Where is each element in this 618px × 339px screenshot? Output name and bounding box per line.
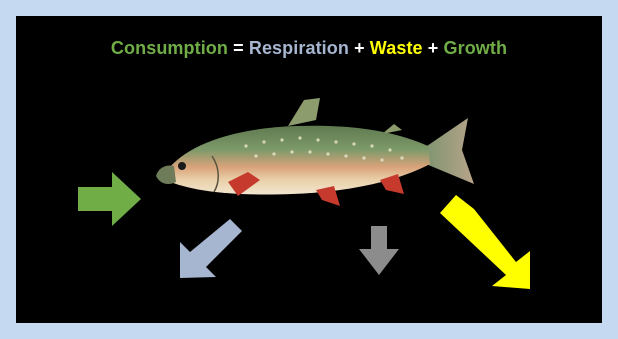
slide-panel: Consumption = Respiration + Waste + Grow… (16, 16, 602, 323)
consumption-arrow (78, 172, 141, 226)
trout-fish-image (156, 98, 474, 206)
tail-fin (424, 118, 474, 184)
respiration-arrow (180, 219, 242, 278)
waste-arrow (359, 226, 399, 275)
fish-eye (178, 162, 186, 170)
dorsal-fin (288, 98, 320, 126)
growth-arrow (440, 195, 530, 289)
fish-energy-diagram (16, 16, 602, 323)
